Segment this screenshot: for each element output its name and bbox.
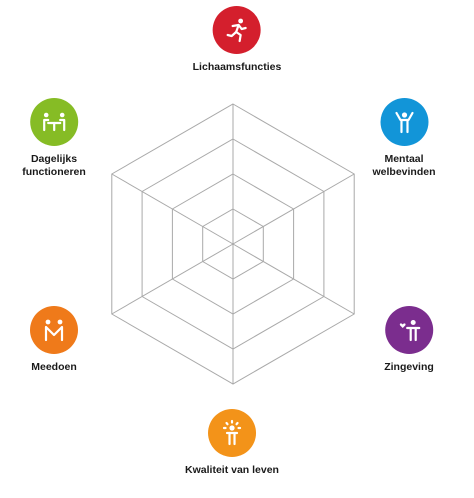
label-zingeving: Zingeving: [384, 361, 434, 374]
label-kwaliteit-van-leven: Kwaliteit van leven: [185, 464, 279, 477]
person-arms-raised-icon: [394, 111, 414, 134]
label-line: welbevinden: [372, 166, 436, 178]
web-spoke: [232, 243, 355, 315]
label-meedoen: Meedoen: [31, 361, 77, 374]
kwaliteit-circle: [207, 409, 256, 457]
web-spoke: [232, 173, 355, 245]
mentaal-circle: [379, 98, 428, 146]
meedoen-circle: [30, 306, 78, 354]
label-lichaamsfuncties: Lichaamsfuncties: [193, 61, 282, 74]
dimension-lichaamsfuncties: Lichaamsfuncties: [193, 6, 282, 74]
dagelijks-circle: [30, 98, 78, 146]
dimension-mentaal-welbevinden: Mentaal welbevinden: [372, 98, 436, 179]
label-line: Meedoen: [31, 361, 77, 373]
label-line: functioneren: [22, 166, 86, 178]
dimension-kwaliteit-van-leven: Kwaliteit van leven: [185, 409, 279, 477]
zingeving-circle: [385, 306, 433, 354]
label-line: Zingeving: [384, 361, 434, 373]
running-person-icon: [226, 18, 248, 43]
label-line: Dagelijks: [30, 153, 78, 165]
two-people-icon: [44, 319, 64, 342]
dimension-zingeving: Zingeving: [384, 306, 434, 374]
dimension-meedoen: Meedoen: [30, 306, 78, 374]
person-heart-icon: [399, 320, 421, 342]
web-spoke: [111, 173, 234, 245]
person-radiant-icon: [222, 419, 242, 446]
people-at-table-icon: [42, 112, 66, 132]
label-dagelijks-functioneren: Dagelijks functioneren: [22, 153, 86, 179]
lichaamsfuncties-circle: [212, 6, 261, 54]
label-line: Lichaamsfuncties: [192, 61, 282, 73]
dimension-dagelijks-functioneren: Dagelijks functioneren: [22, 98, 86, 179]
label-mentaal-welbevinden: Mentaal welbevinden: [372, 153, 435, 179]
web-spoke: [111, 243, 234, 315]
label-line: Kwaliteit van leven: [185, 464, 279, 476]
label-line: Mentaal: [384, 153, 424, 165]
